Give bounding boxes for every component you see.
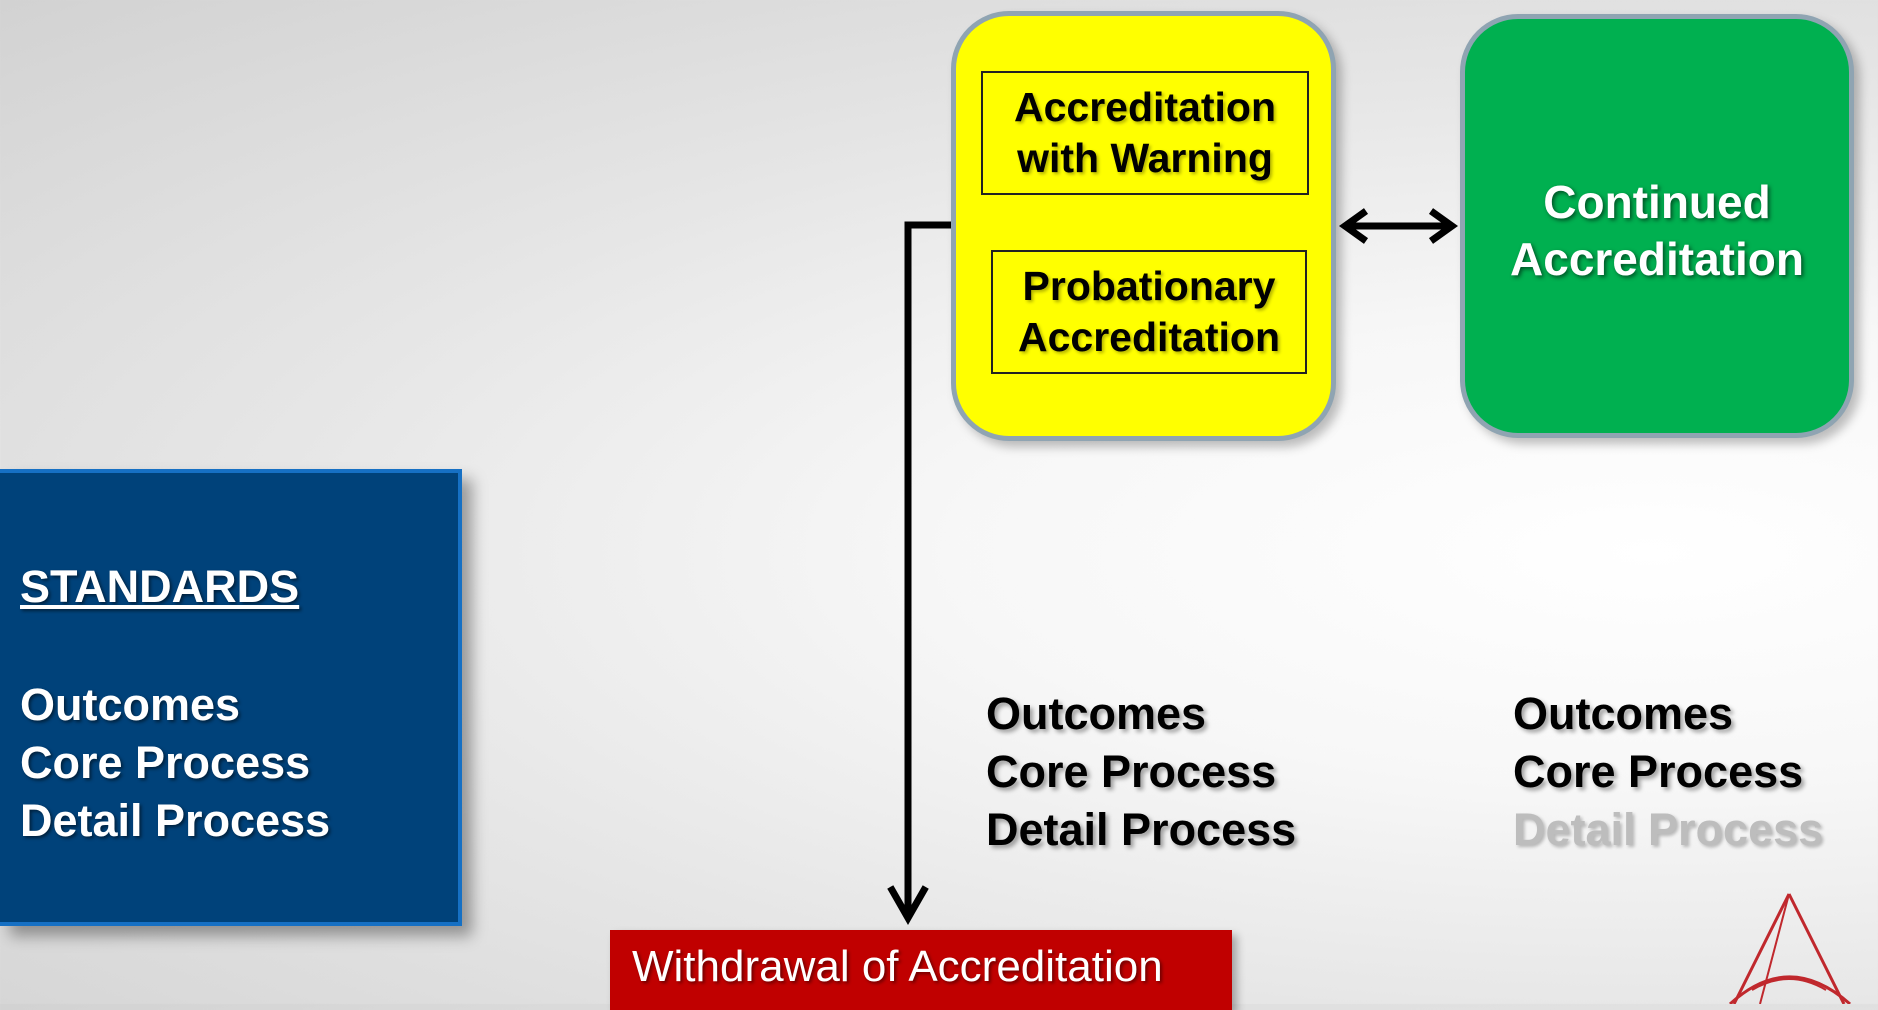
continued-line-1: Continued xyxy=(1543,176,1771,228)
standards-panel: STANDARDS Outcomes Core Process Detail P… xyxy=(0,469,462,926)
accreditation-with-warning-box: Accreditation with Warning xyxy=(981,71,1309,195)
withdrawal-arrowhead xyxy=(887,885,929,926)
bidirectional-arrowhead-right xyxy=(1428,208,1459,244)
right-outcomes: Outcomes xyxy=(1513,688,1734,739)
standards-item-outcomes: Outcomes xyxy=(20,679,241,730)
warning-line-1: Accreditation xyxy=(1014,84,1276,130)
standards-item-detail-process: Detail Process xyxy=(20,795,331,846)
standards-item-core-process: Core Process xyxy=(20,737,311,788)
withdrawal-connector-line xyxy=(904,221,951,912)
middle-detail-process: Detail Process xyxy=(986,804,1297,855)
probationary-line-1: Probationary xyxy=(1022,263,1276,309)
probationary-line-2: Accreditation xyxy=(1018,314,1280,360)
warning-probation-box: Accreditation with Warning Probationary … xyxy=(951,11,1336,441)
right-core-process: Core Process xyxy=(1513,746,1804,797)
standards-heading: STANDARDS xyxy=(20,561,300,612)
warning-line-2: with Warning xyxy=(1017,135,1273,181)
red-a-logo-icon xyxy=(1728,893,1851,1004)
bidirectional-arrowhead-left xyxy=(1338,208,1369,244)
continued-accreditation-label: Continued Accreditation xyxy=(1465,174,1849,288)
withdrawal-of-accreditation-bar: Withdrawal of Accreditation xyxy=(610,930,1232,1010)
probationary-accreditation-box: Probationary Accreditation xyxy=(991,250,1307,374)
continued-line-2: Accreditation xyxy=(1510,233,1804,285)
middle-core-process: Core Process xyxy=(986,746,1277,797)
right-detail-process-faded: Detail Process xyxy=(1513,804,1824,855)
continued-accreditation-box: Continued Accreditation xyxy=(1460,14,1854,438)
withdrawal-label: Withdrawal of Accreditation xyxy=(632,942,1163,991)
middle-outcomes: Outcomes xyxy=(986,688,1207,739)
